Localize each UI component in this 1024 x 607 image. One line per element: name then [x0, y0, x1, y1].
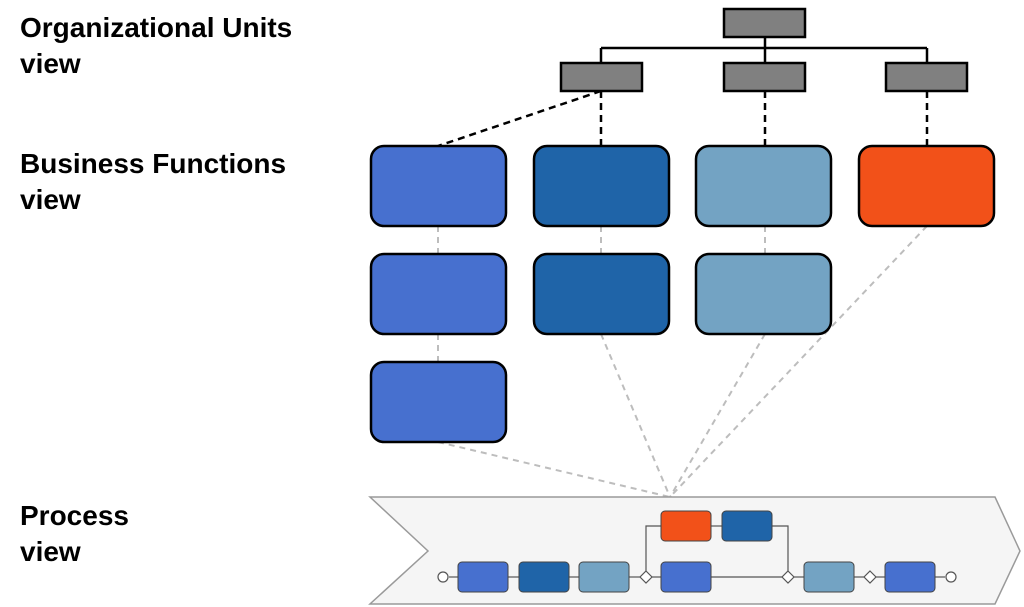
org-units-view-label: Organizational Units view [20, 12, 293, 79]
function-box-light-blue-1 [694, 144, 833, 228]
process-activities [457, 510, 936, 593]
business-functions [369, 144, 996, 444]
process-activity-dark-blue-2 [721, 510, 773, 542]
process-activity-blue-3 [884, 561, 936, 593]
process-start-event [437, 571, 449, 583]
process-activity-blue-1 [457, 561, 509, 593]
function-box-orange-1 [857, 144, 996, 228]
process-flow-lines [449, 525, 945, 578]
process-end-event [945, 571, 957, 583]
org-units [559, 7, 969, 93]
process-activity-light-blue-2 [803, 561, 855, 593]
function-box-blue-1 [369, 144, 508, 228]
org-unit-2 [722, 61, 807, 93]
process-activity-dark-blue-1 [518, 561, 570, 593]
gateway-final [863, 570, 877, 584]
function-box-blue-3 [369, 360, 508, 444]
org-unit-root [722, 7, 807, 39]
function-to-process-mapping-lines [437, 225, 928, 498]
process-view-label: Process view [20, 500, 129, 567]
gateway-split [639, 570, 653, 584]
org-tree-connectors [599, 37, 929, 63]
process-activity-light-blue-1 [578, 561, 630, 593]
org-to-function-links [437, 89, 929, 148]
process-gateways [639, 570, 877, 584]
org-unit-3 [884, 61, 969, 93]
function-box-light-blue-2 [694, 252, 833, 336]
function-box-dark-blue-2 [532, 252, 671, 336]
function-box-blue-2 [369, 252, 508, 336]
org-unit-1 [559, 61, 644, 93]
process-activity-blue-2 [660, 561, 712, 593]
gateway-join [781, 570, 795, 584]
process-activity-orange-1 [660, 510, 712, 542]
business-functions-view-label: Business Functions view [20, 148, 287, 215]
function-box-dark-blue-1 [532, 144, 671, 228]
